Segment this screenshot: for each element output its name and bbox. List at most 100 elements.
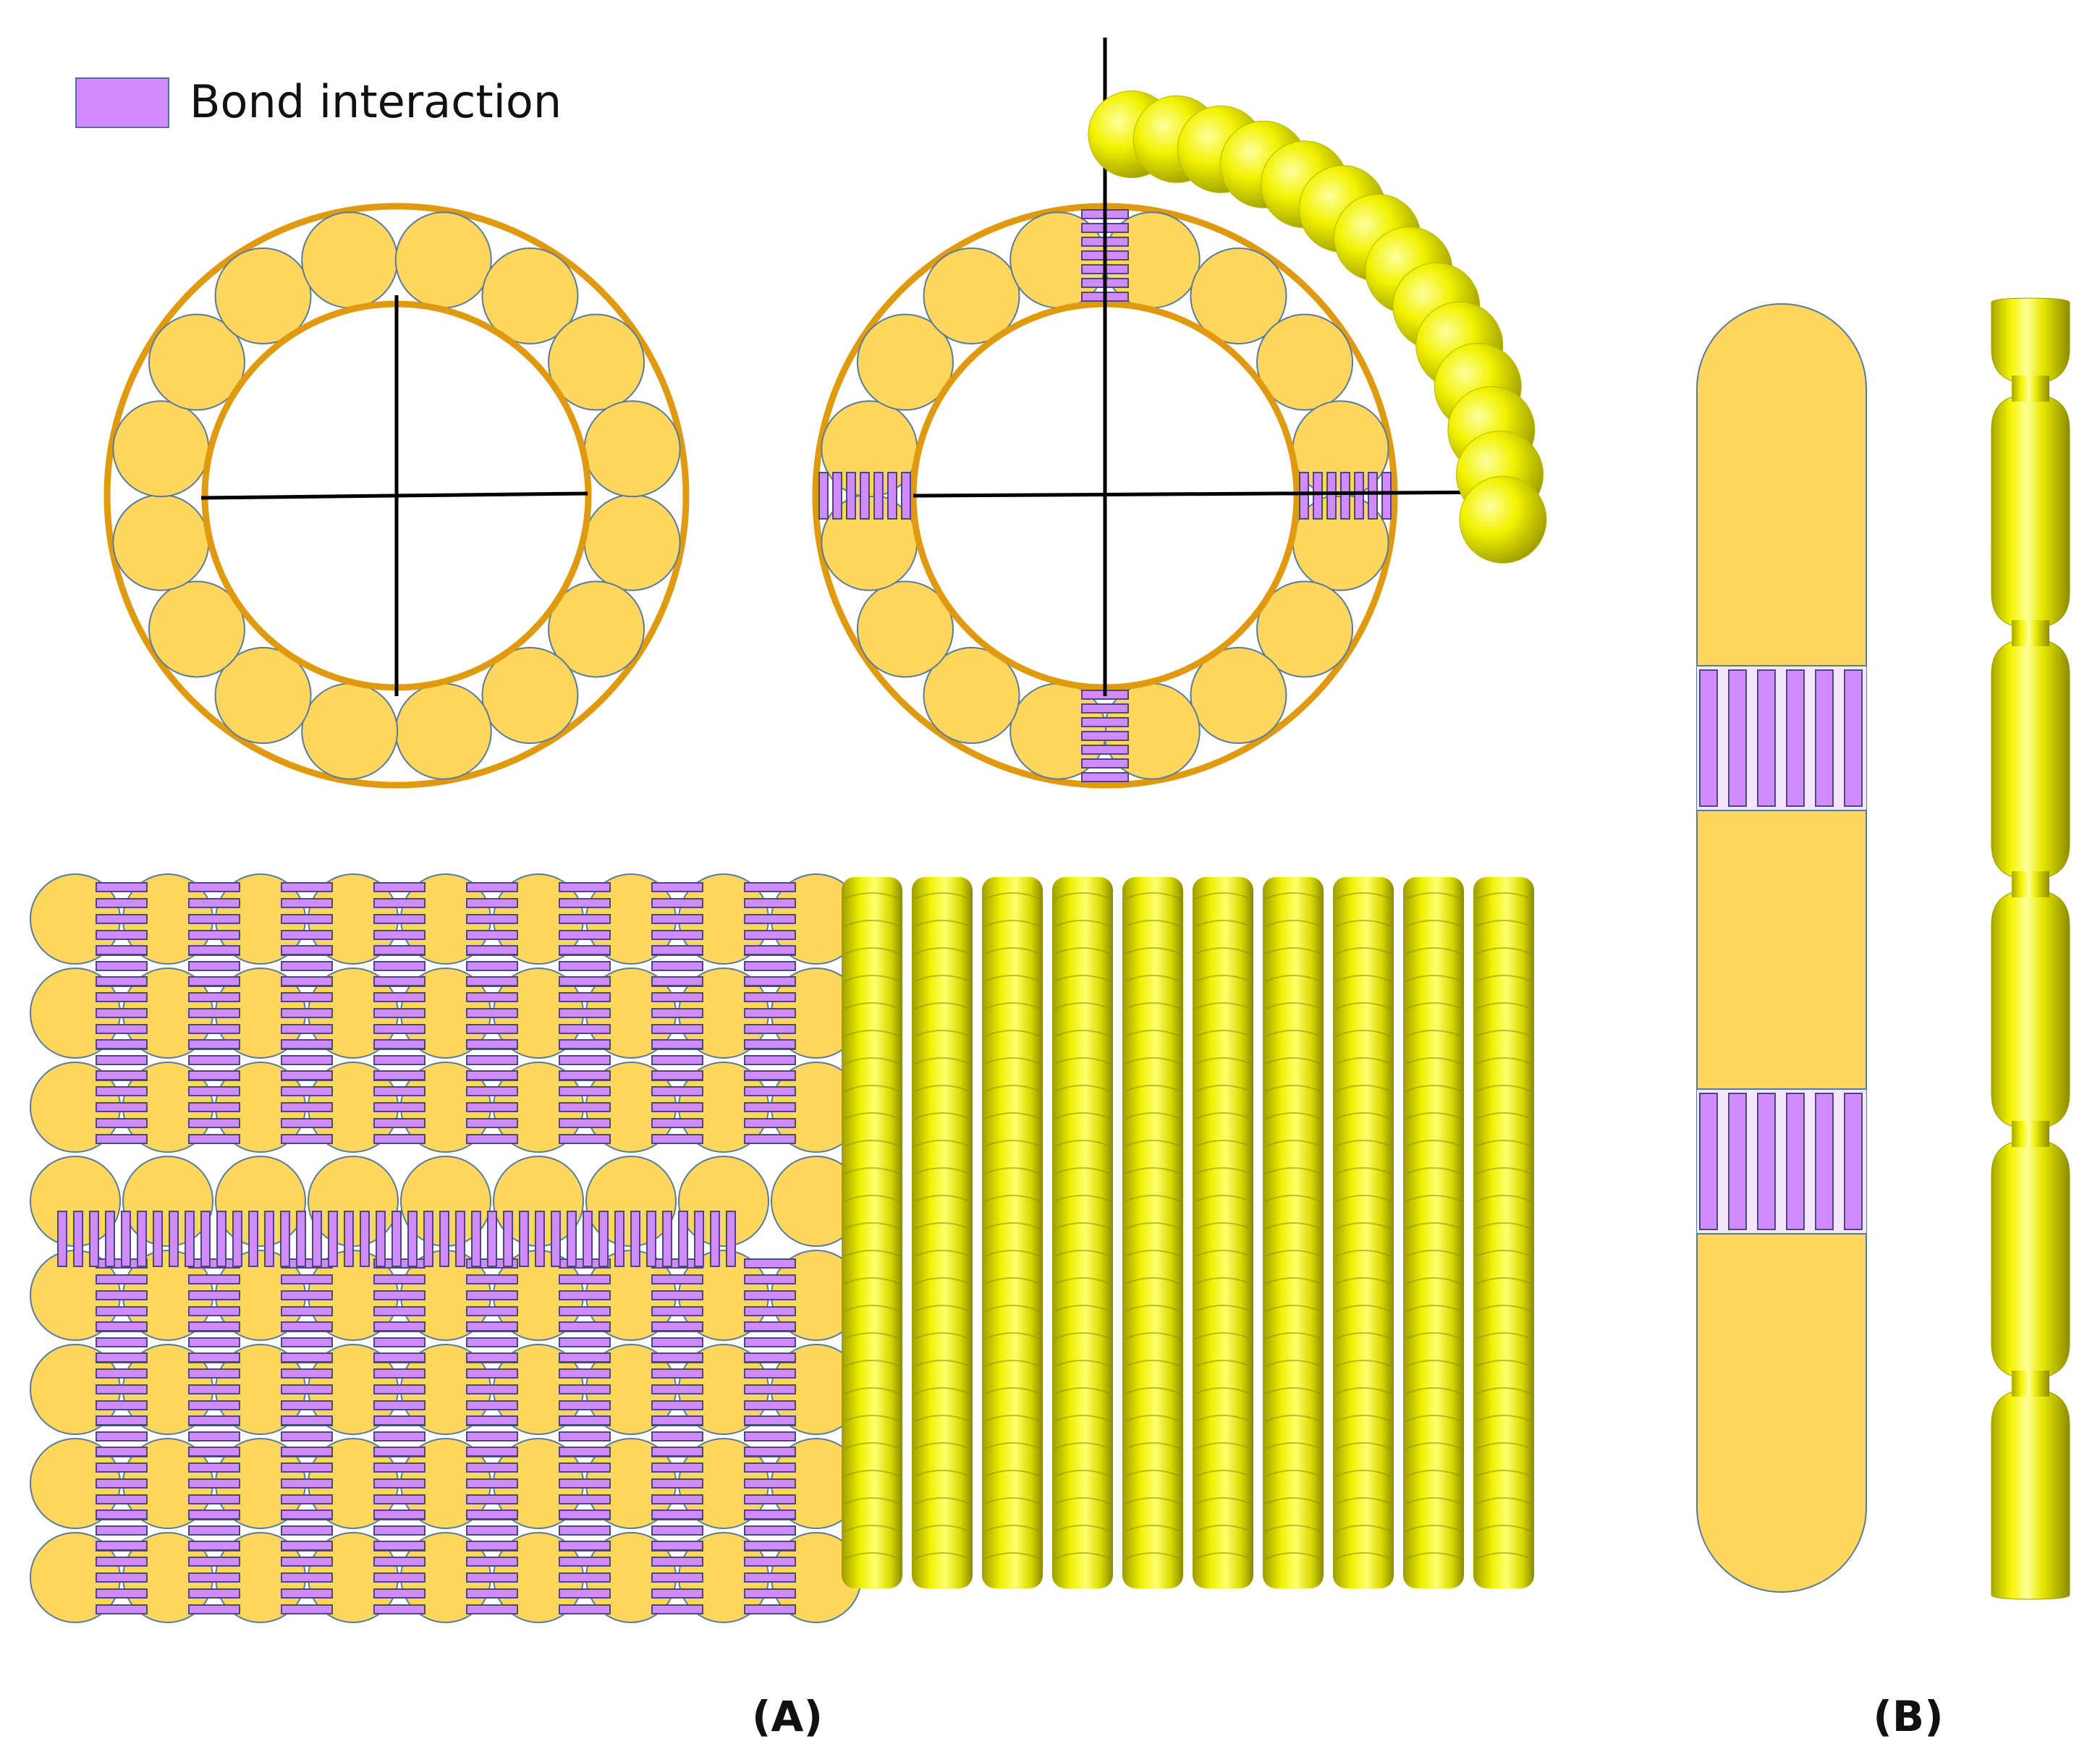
bond-bar xyxy=(281,1352,333,1363)
sphere-seam xyxy=(1054,1360,1111,1367)
bond-bar xyxy=(630,1211,640,1267)
bond-bar xyxy=(559,1274,611,1284)
sphere-seam xyxy=(1405,1497,1462,1504)
bond-bar xyxy=(188,961,240,971)
sphere-seam xyxy=(1195,920,1251,927)
ring-particle xyxy=(548,580,645,678)
sphere-seam xyxy=(1475,1387,1532,1394)
sphere-seam xyxy=(1405,1305,1462,1312)
bond-bar xyxy=(281,1134,333,1144)
sphere-seam xyxy=(914,1525,970,1532)
bond-bar xyxy=(744,961,796,971)
bond-region xyxy=(1697,1089,1866,1234)
bond-bar xyxy=(559,1447,611,1457)
sphere-seam xyxy=(1125,1167,1181,1174)
ring-particle xyxy=(583,400,681,498)
sphere-seam xyxy=(844,1497,900,1504)
bond-bar xyxy=(651,1368,703,1379)
bond-bar xyxy=(373,1557,425,1567)
bond-bar xyxy=(96,1070,148,1080)
bond-bar xyxy=(567,1211,577,1267)
sphere-seam xyxy=(1475,1250,1532,1257)
bond-bar xyxy=(744,1572,796,1583)
bond-bar xyxy=(188,1008,240,1018)
sphere-seam xyxy=(844,1057,900,1064)
bond-bar xyxy=(873,472,884,520)
sphere-seam xyxy=(984,1222,1041,1229)
sphere-seam xyxy=(1054,1250,1111,1257)
sphere-seam xyxy=(984,1470,1041,1477)
sphere-seam xyxy=(1054,1167,1111,1174)
bond-bar xyxy=(744,1352,796,1363)
bond-bar xyxy=(744,1462,796,1473)
bond-bar xyxy=(373,1102,425,1112)
capsule-body xyxy=(1696,303,1867,1593)
sphere-seam xyxy=(1335,1415,1392,1422)
bond-bar xyxy=(185,1211,195,1267)
bond-bar xyxy=(744,1321,796,1331)
sphere-seam xyxy=(984,1552,1041,1559)
bond-bar xyxy=(744,1118,796,1128)
bond-bar xyxy=(744,1008,796,1018)
bond-bar xyxy=(188,1541,240,1551)
bond-bar xyxy=(281,898,333,908)
bond-bar xyxy=(744,1039,796,1049)
sphere-seam xyxy=(1125,892,1181,899)
bond-bar xyxy=(466,1024,518,1034)
bond-bar xyxy=(466,1541,518,1551)
bond-bar xyxy=(96,1588,148,1599)
curved-sphere-chain-render xyxy=(1088,90,1547,564)
bond-bar xyxy=(466,1431,518,1441)
sphere-seam xyxy=(1125,1415,1181,1422)
bond-bar xyxy=(559,1604,611,1614)
bond-bar xyxy=(559,1306,611,1316)
bond-bar xyxy=(1340,472,1350,520)
bond-bar xyxy=(188,1134,240,1144)
bond-bar xyxy=(281,1415,333,1426)
bond-bar xyxy=(651,1102,703,1112)
bond-bar xyxy=(373,1306,425,1316)
bond-bar xyxy=(559,1008,611,1018)
bond-bar xyxy=(96,1494,148,1504)
bond-bar xyxy=(281,1086,333,1096)
bond-bar xyxy=(651,1352,703,1363)
bond-bar xyxy=(1081,717,1129,727)
sphere-seam xyxy=(1405,1277,1462,1284)
sphere-seam xyxy=(1475,1470,1532,1477)
bond-bar xyxy=(1081,745,1129,755)
bond-bar xyxy=(96,945,148,955)
sphere-seam xyxy=(1335,1140,1392,1147)
sphere-seam xyxy=(1265,1442,1321,1449)
axis-horizontal xyxy=(913,490,1524,498)
bond-bar xyxy=(188,1274,240,1284)
sphere-seam xyxy=(914,1085,970,1092)
bond-bar xyxy=(559,1039,611,1049)
bond-bar xyxy=(559,1086,611,1096)
sphere-seam xyxy=(1054,1415,1111,1422)
sphere-seam xyxy=(914,1112,970,1119)
bond-bar xyxy=(744,1415,796,1426)
bond-bar xyxy=(559,1462,611,1473)
bond-bar xyxy=(96,992,148,1002)
bond-bar xyxy=(73,1211,83,1267)
bond-bar xyxy=(744,914,796,924)
rod-segment xyxy=(1991,1139,2070,1379)
bond-bar xyxy=(744,1384,796,1394)
sphere-seam xyxy=(844,1470,900,1477)
sphere-seam xyxy=(1054,1387,1111,1394)
bond-bar xyxy=(466,1321,518,1331)
bond-bar xyxy=(281,976,333,986)
sphere-seam xyxy=(1405,1167,1462,1174)
bond-bar xyxy=(373,914,425,924)
sphere-seam xyxy=(1265,975,1321,982)
sphere-seam xyxy=(984,892,1041,899)
sphere-seam xyxy=(1335,1030,1392,1037)
bond-bar xyxy=(96,1462,148,1473)
sphere-seam xyxy=(1265,1552,1321,1559)
sphere-seam xyxy=(1125,1552,1181,1559)
bond-bar xyxy=(281,1102,333,1112)
sphere-seam xyxy=(1335,1387,1392,1394)
sphere-seam xyxy=(1335,892,1392,899)
bond-bar xyxy=(1381,472,1392,520)
bond-bar xyxy=(188,1494,240,1504)
